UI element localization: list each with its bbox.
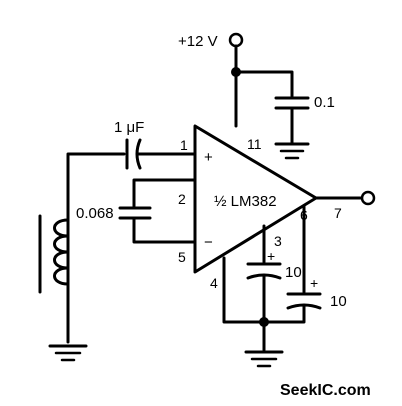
inverting-sign: − — [204, 234, 213, 251]
bypass-top-wire — [234, 70, 294, 98]
input-left-wire — [66, 152, 126, 298]
pin-11-label: 11 — [247, 136, 262, 152]
pin4-wire — [222, 256, 266, 324]
capacitor-10uf-pin6-label: 10 — [330, 293, 347, 310]
output-terminal — [360, 190, 376, 206]
pin2-wire — [132, 178, 197, 208]
inductor-coil — [53, 218, 70, 286]
non-inverting-sign: + — [204, 149, 213, 166]
op-amp-triangle — [193, 124, 318, 274]
pin-2-label: 2 — [178, 191, 186, 207]
input-capacitor-label: 1 μF — [114, 119, 144, 136]
capacitor-10uf-pin3-label: 10 — [285, 264, 302, 281]
supply-terminal — [228, 32, 244, 48]
pin-5-label: 5 — [178, 249, 186, 265]
chip-label: ½ LM382 — [214, 193, 277, 210]
ground-symbol-bypass — [274, 142, 310, 160]
polarity-plus-pin3: + — [267, 248, 275, 264]
pin6-cap-ground-wire — [262, 304, 306, 324]
capacitor-0-1-label: 0.1 — [314, 94, 335, 111]
supply-label: +12 V — [178, 33, 218, 50]
watermark: SeekIC.com — [280, 382, 371, 399]
capacitor-0-068 — [118, 206, 152, 220]
pin5-wire — [132, 216, 197, 244]
pin-3-label: 3 — [274, 233, 282, 249]
pin-1-label: 1 — [180, 137, 188, 153]
polarity-plus-pin6: + — [310, 275, 318, 291]
pin-4-label: 4 — [210, 275, 218, 291]
ground-symbol-input — [48, 344, 88, 362]
capacitor-0-068-label: 0.068 — [76, 205, 114, 222]
pin-7-label: 7 — [334, 205, 342, 221]
ground-symbol-main — [244, 350, 284, 368]
